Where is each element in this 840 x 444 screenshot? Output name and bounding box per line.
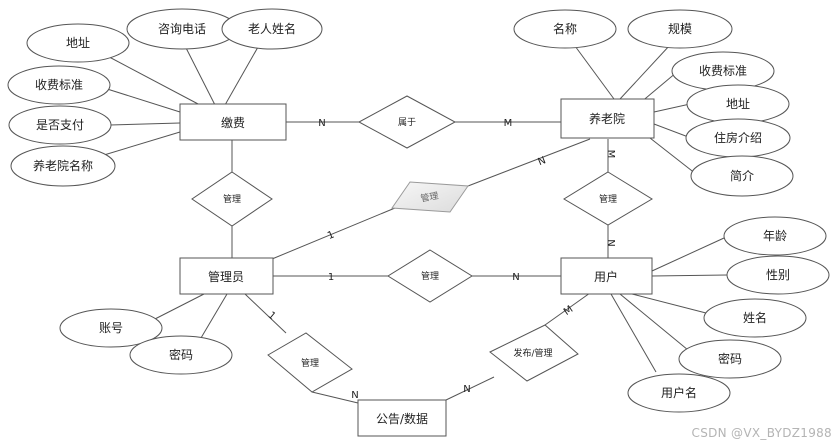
- card-admin-bottom: 1: [266, 310, 278, 323]
- entity-admin: 管理员: [179, 257, 274, 295]
- card-notice-publish: N: [463, 384, 470, 395]
- card-mid-user: N: [512, 272, 519, 283]
- attribute-payment-elder-name-label: 老人姓名: [248, 21, 296, 36]
- entity-user: 用户: [560, 257, 653, 295]
- entity-notice-label: 公告/数据: [376, 411, 428, 426]
- attribute-home-fee-standard: 收费标准: [671, 51, 775, 91]
- relationship-belongs: 属于: [357, 95, 457, 149]
- card-right-user: N: [605, 239, 616, 246]
- card-diag-admin: 1: [326, 229, 336, 242]
- attribute-home-scale: 规模: [627, 9, 733, 49]
- attribute-home-address: 地址: [686, 84, 790, 124]
- attribute-user-gender-label: 性别: [766, 268, 790, 282]
- attribute-user-name-label: 姓名: [743, 310, 767, 325]
- attribute-payment-paid: 是否支付: [8, 105, 112, 145]
- card-belongs-home: M: [504, 118, 513, 129]
- card-publish-user: M: [562, 304, 575, 318]
- relationship-manage-left-label: 管理: [223, 193, 241, 205]
- attribute-home-name-label: 名称: [553, 21, 577, 36]
- attribute-home-name: 名称: [513, 9, 617, 49]
- cardinality-labels: N M N 1 M N 1 N 1 N N M: [266, 118, 616, 401]
- card-diag-home: N: [537, 155, 548, 168]
- attribute-user-username: 用户名: [627, 373, 731, 413]
- entity-admin-label: 管理员: [208, 269, 244, 284]
- attribute-home-address-label: 地址: [726, 97, 750, 111]
- relationship-manage-right: 管理: [563, 171, 653, 226]
- attribute-home-housing-label: 住房介绍: [714, 130, 762, 145]
- entity-payment-label: 缴费: [221, 115, 245, 130]
- relationship-manage-left: 管理: [191, 171, 273, 227]
- relationship-manage-bottom-label: 管理: [301, 357, 319, 369]
- entity-nursing-home-label: 养老院: [589, 111, 625, 126]
- attribute-home-housing: 住房介绍: [685, 118, 791, 158]
- card-home-right: M: [605, 150, 616, 159]
- relationship-manage-bottom: 管理: [267, 332, 353, 393]
- attribute-payment-address-label: 地址: [66, 36, 90, 50]
- relationship-manage-middle: 管理: [387, 249, 473, 303]
- attribute-admin-password: 密码: [129, 335, 233, 375]
- attribute-payment-paid-label: 是否支付: [36, 118, 84, 132]
- card-bottom-notice: N: [351, 390, 358, 401]
- attribute-user-age: 年龄: [723, 216, 827, 256]
- attribute-admin-password-label: 密码: [169, 347, 193, 362]
- attribute-payment-fee-standard: 收费标准: [7, 65, 111, 105]
- watermark: CSDN @VX_BYDZ1988: [691, 426, 832, 440]
- attribute-payment-elder-name: 老人姓名: [221, 8, 323, 50]
- relationship-publish-label: 发布/管理: [513, 347, 552, 359]
- attribute-user-password: 密码: [678, 339, 782, 379]
- entity-user-label: 用户: [594, 269, 618, 284]
- attribute-home-intro: 简介: [690, 155, 794, 197]
- attribute-payment-fee-standard-label: 收费标准: [35, 78, 83, 92]
- entity-notice: 公告/数据: [357, 399, 447, 437]
- attribute-payment-home-name: 养老院名称: [10, 145, 116, 187]
- attribute-home-fee-standard-label: 收费标准: [699, 64, 747, 78]
- card-payment-belongs: N: [318, 118, 325, 129]
- entity-nursing-home: 养老院: [560, 98, 655, 139]
- relationship-manage-middle-label: 管理: [421, 270, 439, 282]
- card-admin-mid: 1: [328, 272, 334, 283]
- relationship-manage-right-label: 管理: [599, 193, 617, 205]
- attribute-user-age-label: 年龄: [763, 229, 787, 243]
- attribute-payment-home-name-label: 养老院名称: [33, 158, 93, 173]
- relationship-publish: 发布/管理: [489, 324, 579, 382]
- connector-lines: [95, 39, 728, 404]
- attribute-payment-phone-label: 咨询电话: [158, 21, 206, 36]
- attribute-payment-address: 地址: [26, 23, 130, 63]
- attribute-user-password-label: 密码: [718, 351, 742, 366]
- attribute-payment-phone: 咨询电话: [126, 8, 238, 50]
- entity-payment: 缴费: [179, 103, 287, 141]
- attribute-admin-account-label: 账号: [99, 321, 123, 335]
- attribute-home-intro-label: 简介: [730, 169, 754, 183]
- relationship-manage-diagonal: 管理: [391, 181, 469, 213]
- relationship-manage-diagonal-label: 管理: [420, 190, 440, 205]
- attribute-home-scale-label: 规模: [668, 21, 692, 36]
- attribute-user-username-label: 用户名: [661, 385, 697, 400]
- attribute-user-gender: 性别: [726, 255, 830, 295]
- attribute-user-name: 姓名: [703, 298, 807, 338]
- attribute-admin-account: 账号: [59, 308, 163, 348]
- relationship-belongs-label: 属于: [398, 117, 416, 128]
